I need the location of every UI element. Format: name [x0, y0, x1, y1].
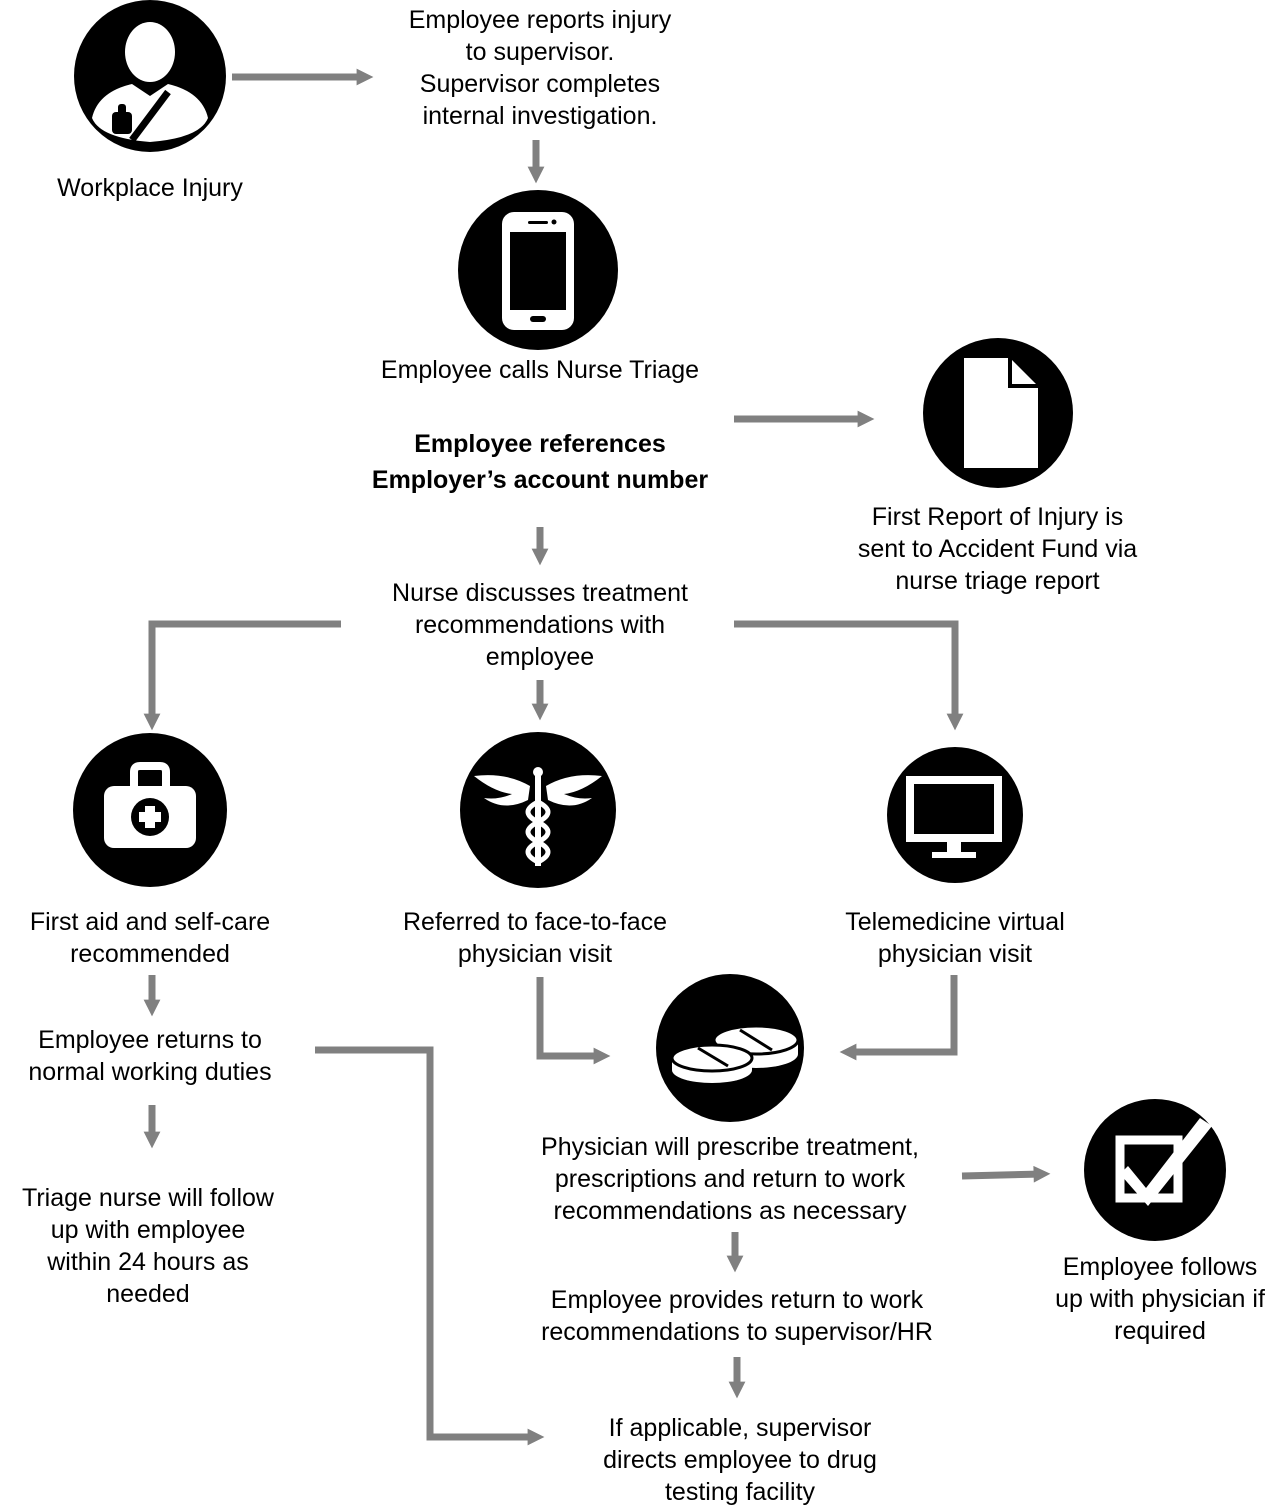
employee-follows-up-label: Employee follows up with physician if re…: [1055, 1253, 1265, 1345]
telemedicine-label: Telemedicine virtual physician visit: [845, 908, 1065, 968]
references-account-label: Employee references Employer’s account n…: [371, 430, 709, 494]
monitor-icon: [887, 747, 1023, 883]
pills-icon: [656, 974, 804, 1122]
first-aid-label: First aid and self-care recommended: [29, 908, 271, 968]
smartphone-icon: [458, 190, 618, 350]
drug-testing-label: If applicable, supervisor directs employ…: [603, 1414, 877, 1506]
arrow-returns-to-drug-testing: [315, 1046, 545, 1446]
report-to-supervisor-label: Employee reports injury to supervisor. S…: [408, 6, 672, 130]
calls-nurse-triage-label: Employee calls Nurse Triage: [380, 356, 700, 384]
physician-prescribes-label: Physician will prescribe treatment, pres…: [541, 1133, 919, 1225]
nurse-follow-up-label: Triage nurse will follow up with employe…: [22, 1184, 274, 1308]
caduceus-icon: [460, 732, 616, 888]
arrow-physician-to-follows-up: [961, 1165, 1051, 1183]
returns-to-work-label: Employee returns to normal working dutie…: [28, 1026, 272, 1086]
provides-rtw-label: Employee provides return to work recomme…: [541, 1286, 933, 1346]
workplace-injury-label: Workplace Injury: [57, 174, 243, 202]
arrow-face-to-face-to-physician: [536, 977, 611, 1065]
arrow-nurse-to-first-aid: [143, 620, 341, 731]
injured-person-icon: [74, 0, 226, 152]
arrow-nurse-to-telemedicine: [734, 620, 964, 731]
face-to-face-label: Referred to face-to-face physician visit: [402, 908, 667, 968]
flow-arrows: [143, 68, 1051, 1446]
first-report-label: First Report of Injury is sent to Accide…: [857, 503, 1138, 595]
document-icon: [923, 338, 1073, 488]
arrow-telemedicine-to-physician: [839, 975, 958, 1061]
checkbox-icon: [1084, 1099, 1226, 1241]
nurse-discusses-label: Nurse discusses treatment recommendation…: [392, 579, 688, 671]
first-aid-kit-icon: [73, 733, 227, 887]
